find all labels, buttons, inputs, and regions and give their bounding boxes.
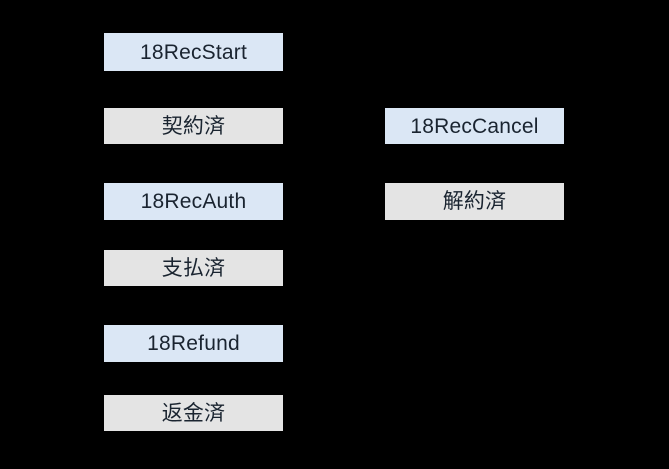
node-rec-auth[interactable]: 18RecAuth: [104, 183, 283, 220]
node-contracted-label: 契約済: [161, 114, 226, 138]
node-rec-start[interactable]: 18RecStart: [104, 33, 283, 71]
node-refund[interactable]: 18Refund: [104, 325, 283, 362]
node-refunded[interactable]: 返金済: [104, 395, 283, 431]
node-rec-start-label: 18RecStart: [139, 40, 248, 64]
node-rec-auth-label: 18RecAuth: [140, 190, 247, 213]
node-paid-label: 支払済: [161, 256, 226, 280]
node-refunded-label: 返金済: [161, 401, 226, 425]
node-refund-label: 18Refund: [147, 332, 240, 355]
node-cancelled-label: 解約済: [442, 190, 507, 213]
node-rec-cancel[interactable]: 18RecCancel: [385, 108, 564, 144]
node-rec-cancel-label: 18RecCancel: [410, 114, 539, 138]
node-paid[interactable]: 支払済: [104, 250, 283, 286]
node-cancelled[interactable]: 解約済: [385, 183, 564, 220]
node-contracted[interactable]: 契約済: [104, 108, 283, 144]
